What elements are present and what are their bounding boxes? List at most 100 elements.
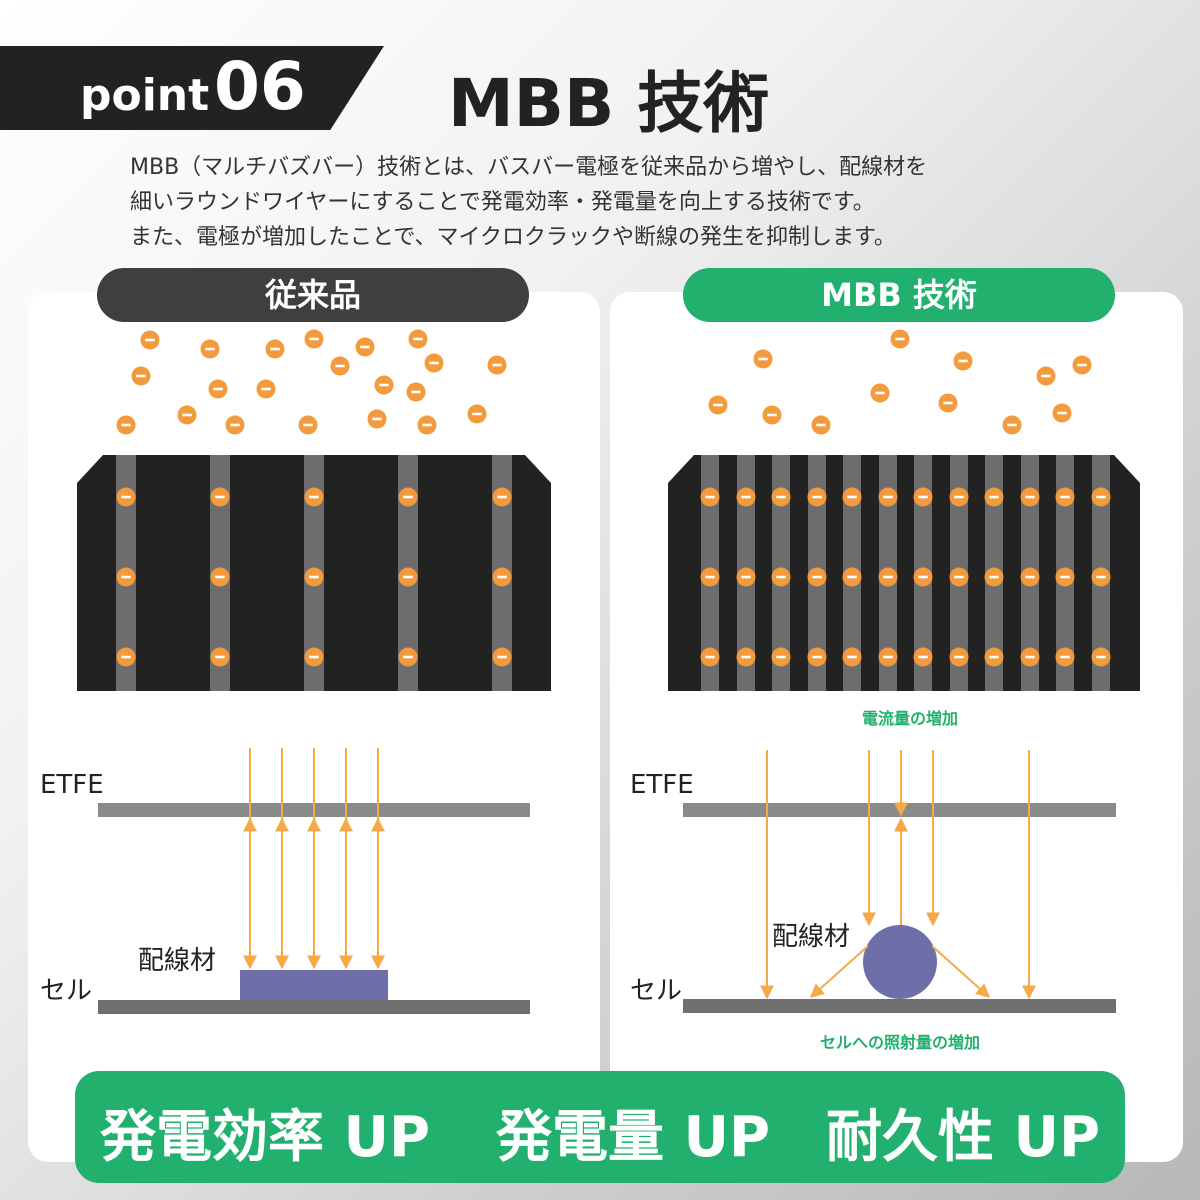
electron-icon bbox=[984, 487, 1004, 507]
electron-icon bbox=[265, 339, 285, 359]
electron-icon bbox=[842, 567, 862, 587]
electron-icon bbox=[949, 647, 969, 667]
round-wire bbox=[863, 925, 937, 999]
electron-icon bbox=[1020, 487, 1040, 507]
electron-icon bbox=[210, 567, 230, 587]
electron-icon bbox=[1036, 366, 1056, 386]
electron-icon bbox=[842, 487, 862, 507]
electron-icon bbox=[953, 351, 973, 371]
description-line: また、電極が増加したことで、マイクロクラックや断線の発生を抑制します。 bbox=[130, 225, 896, 250]
electron-icon bbox=[1002, 415, 1022, 435]
point-banner bbox=[0, 46, 384, 130]
electron-icon bbox=[304, 567, 324, 587]
electron-icon bbox=[708, 395, 728, 415]
electron-icon bbox=[367, 409, 387, 429]
electron-icon bbox=[355, 337, 375, 357]
electron-icon bbox=[807, 567, 827, 587]
electron-icon bbox=[771, 487, 791, 507]
electron-icon bbox=[304, 329, 324, 349]
cell-layer bbox=[683, 999, 1116, 1013]
electron-icon bbox=[330, 356, 350, 376]
page-title: MBB 技術 bbox=[448, 65, 770, 142]
electron-icon bbox=[116, 567, 136, 587]
current-increase-note: 電流量の増加 bbox=[861, 709, 958, 728]
electron-icon bbox=[140, 330, 160, 350]
electron-icon bbox=[210, 487, 230, 507]
electron-icon bbox=[1055, 647, 1075, 667]
electron-icon bbox=[700, 647, 720, 667]
cell-layer bbox=[98, 1000, 530, 1014]
electron-icon bbox=[492, 647, 512, 667]
result-durability: 耐久性 UP bbox=[826, 1105, 1101, 1170]
electron-icon bbox=[771, 647, 791, 667]
irradiation-increase-note: セルへの照射量の増加 bbox=[819, 1033, 980, 1052]
electron-icon bbox=[913, 647, 933, 667]
electron-icon bbox=[807, 487, 827, 507]
electron-icon bbox=[949, 487, 969, 507]
electron-icon bbox=[398, 647, 418, 667]
electron-icon bbox=[1052, 403, 1072, 423]
electron-icon bbox=[811, 415, 831, 435]
electron-icon bbox=[406, 382, 426, 402]
electron-icon bbox=[1020, 647, 1040, 667]
electron-icon bbox=[938, 393, 958, 413]
electron-icon bbox=[131, 366, 151, 386]
electron-icon bbox=[1055, 567, 1075, 587]
electron-icon bbox=[1091, 647, 1111, 667]
electron-icon bbox=[913, 487, 933, 507]
electron-icon bbox=[116, 487, 136, 507]
electron-icon bbox=[298, 415, 318, 435]
electron-icon bbox=[398, 567, 418, 587]
electron-icon bbox=[1055, 487, 1075, 507]
electron-icon bbox=[771, 567, 791, 587]
etfe-layer bbox=[683, 803, 1116, 817]
flat-wire bbox=[240, 970, 388, 1000]
electron-icon bbox=[842, 647, 862, 667]
wire-label: 配線材 bbox=[772, 922, 851, 952]
etfe-label: ETFE bbox=[40, 770, 104, 800]
electron-icon bbox=[177, 405, 197, 425]
light-ray-arrow bbox=[931, 945, 991, 998]
result-efficiency: 発電効率 UP bbox=[100, 1105, 431, 1170]
electron-icon bbox=[304, 487, 324, 507]
electron-icon bbox=[1091, 487, 1111, 507]
electron-icon bbox=[210, 647, 230, 667]
cell-label: セル bbox=[630, 976, 683, 1006]
mbb-heading: MBB 技術 bbox=[683, 268, 1115, 322]
electron-icon bbox=[492, 567, 512, 587]
electron-icon bbox=[304, 647, 324, 667]
electron-icon bbox=[890, 329, 910, 349]
conventional-panel bbox=[28, 292, 600, 1162]
electron-icon bbox=[736, 647, 756, 667]
description: MBB（マルチバズバー）技術とは、バスバー電極を従来品から増やし、配線材を 細い… bbox=[130, 150, 1130, 255]
electron-icon bbox=[949, 567, 969, 587]
electron-icon bbox=[424, 353, 444, 373]
electron-icon bbox=[256, 379, 276, 399]
electron-icon bbox=[700, 487, 720, 507]
electron-icon bbox=[492, 487, 512, 507]
electron-icon bbox=[878, 647, 898, 667]
electron-icon bbox=[1091, 567, 1111, 587]
electron-icon bbox=[870, 383, 890, 403]
electron-icon bbox=[753, 349, 773, 369]
result-output: 発電量 UP bbox=[496, 1105, 771, 1170]
electron-icon bbox=[408, 329, 428, 349]
electron-icon bbox=[736, 567, 756, 587]
point-number: 06 bbox=[214, 48, 306, 125]
electron-icon bbox=[225, 415, 245, 435]
electron-icon bbox=[984, 647, 1004, 667]
point-label: point bbox=[80, 70, 210, 121]
electron-icon bbox=[762, 405, 782, 425]
description-line: MBB（マルチバズバー）技術とは、バスバー電極を従来品から増やし、配線材を bbox=[130, 155, 928, 180]
electron-icon bbox=[116, 415, 136, 435]
electron-icon bbox=[116, 647, 136, 667]
electron-icon bbox=[487, 355, 507, 375]
results-bar bbox=[75, 1071, 1125, 1183]
electron-icon bbox=[736, 487, 756, 507]
electron-icon bbox=[984, 567, 1004, 587]
cell-label: セル bbox=[40, 976, 93, 1006]
etfe-label: ETFE bbox=[630, 770, 694, 800]
electron-icon bbox=[913, 567, 933, 587]
electron-icon bbox=[807, 647, 827, 667]
